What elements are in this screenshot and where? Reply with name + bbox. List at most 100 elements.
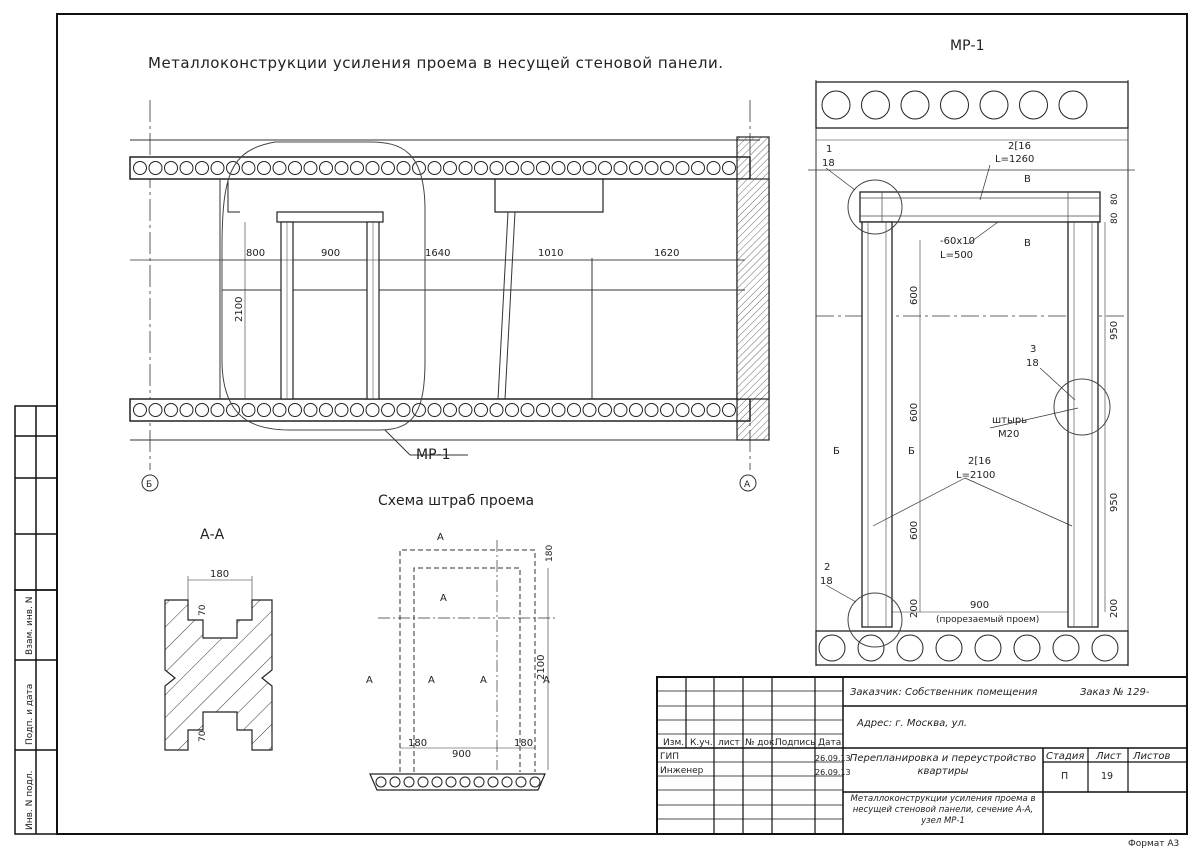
slab-hole [319, 403, 333, 417]
slab-hole [272, 403, 287, 417]
slab-hole [443, 403, 457, 417]
slab-hole [133, 161, 147, 175]
slab-hole [257, 161, 271, 175]
tb-project: Перепланировка и переустройство квартиры [849, 753, 1037, 777]
slab-hole [1019, 90, 1048, 120]
slab-hole [582, 161, 597, 175]
slab-hole [195, 161, 209, 175]
slab-hole [179, 161, 194, 175]
mp1-d950a: 950 [1109, 321, 1120, 340]
tb-h-data: Дата [818, 738, 841, 748]
slab-hole [303, 161, 318, 175]
slab-hole [567, 403, 581, 417]
slab-hole [613, 403, 628, 417]
mp1-d600b: 600 [909, 403, 920, 422]
slab-hole [443, 161, 457, 175]
slab-hole [257, 403, 271, 417]
slab-hole [365, 161, 380, 175]
tb-row-gip: ГИП [660, 752, 679, 762]
tb-row-gip-date: 26.09.13 [815, 754, 851, 763]
mp1-d950b: 950 [1109, 493, 1120, 512]
slab-hole [520, 403, 535, 417]
strab-dim-180-top: 180 [545, 545, 555, 562]
mp1-d600a: 600 [909, 286, 920, 305]
slab-hole [598, 403, 612, 417]
title-block [656, 676, 1188, 835]
tb-h-podpis: Подпись [775, 738, 815, 748]
slab-hole [396, 161, 411, 175]
mp1-n1: 1 [826, 144, 832, 155]
tb-row-eng-date: 26.09.13 [815, 768, 851, 777]
slab-hole [487, 776, 499, 788]
strab-dim-180-r: 180 [514, 738, 533, 749]
slab-hole [940, 90, 969, 120]
mp1-beam-top: 2[16 [1008, 141, 1031, 152]
mp1-d900: 900 [970, 600, 989, 611]
slab-hole [381, 161, 395, 175]
slab-hole [489, 403, 504, 417]
mp1-n2s: 18 [820, 576, 833, 587]
mp1-sec-v-2: В [1024, 238, 1031, 249]
slab-hole [505, 403, 519, 417]
slab-hole [691, 403, 705, 417]
slab-hole [288, 403, 302, 417]
slab-hole [821, 90, 851, 120]
slab-hole [567, 161, 581, 175]
strab-dim-180-l: 180 [408, 738, 427, 749]
slab-hole [412, 161, 426, 175]
slab-hole [334, 161, 349, 175]
tb-h-izm: Изм. [663, 738, 684, 748]
slab-hole [389, 776, 401, 788]
mp1-beam-len: L=1260 [995, 154, 1034, 165]
slab-hole [427, 161, 442, 175]
strab-dim-900: 900 [452, 749, 471, 760]
tb-customer: Заказчик: Собственник помещения [850, 686, 1037, 698]
slab-hole [473, 776, 485, 788]
slab-hole [1058, 90, 1088, 120]
slab-hole [195, 403, 209, 417]
slab-hole [489, 161, 504, 175]
slab-hole [598, 161, 612, 175]
strab-title: Схема штраб проема [378, 493, 534, 509]
mp1-col: 2[16 [968, 456, 991, 467]
tb-h-list: лист [718, 738, 740, 748]
slab-hole [515, 776, 527, 788]
slab-hole [272, 161, 287, 175]
slab-hole [722, 161, 736, 175]
slab-hole [979, 90, 1009, 120]
slab-hole [582, 403, 597, 417]
slab-hole [427, 403, 442, 417]
mp1-title: МР-1 [950, 38, 984, 54]
slab-hole [900, 90, 930, 120]
slab-hole [148, 403, 163, 417]
mp1-detail [808, 80, 1135, 666]
tb-stage-label: Стадия [1046, 751, 1084, 762]
slab-hole [861, 90, 890, 120]
slab-hole [536, 161, 550, 175]
slab-hole [1052, 634, 1080, 662]
slab-hole [474, 161, 488, 175]
slab-hole [303, 403, 318, 417]
mp1-d200r: 200 [1109, 599, 1120, 618]
slab-hole [474, 403, 488, 417]
slab-hole [412, 403, 426, 417]
strab-a-6: А [543, 675, 550, 686]
slab-hole [445, 776, 457, 788]
side-stamps [14, 405, 58, 835]
tb-order: Заказ № 129- [1080, 687, 1150, 698]
slab-hole [241, 161, 256, 175]
slab-hole [417, 776, 429, 788]
mp1-d200l: 200 [909, 599, 920, 618]
mp1-sec-b-1: Б [833, 446, 840, 457]
mp1-pin-size: М20 [998, 429, 1019, 440]
strab-dim-2100: 2100 [536, 655, 547, 680]
stamp-inv-podl: Инв. N подл. [25, 771, 35, 830]
slab-hole [381, 403, 395, 417]
axis-a-label: А [744, 480, 751, 490]
slab-hole [133, 403, 147, 417]
slab-hole [675, 403, 690, 417]
strab-a-5: А [480, 675, 487, 686]
tb-sheet-label: Лист [1095, 751, 1123, 762]
section-title: А-А [200, 527, 225, 543]
